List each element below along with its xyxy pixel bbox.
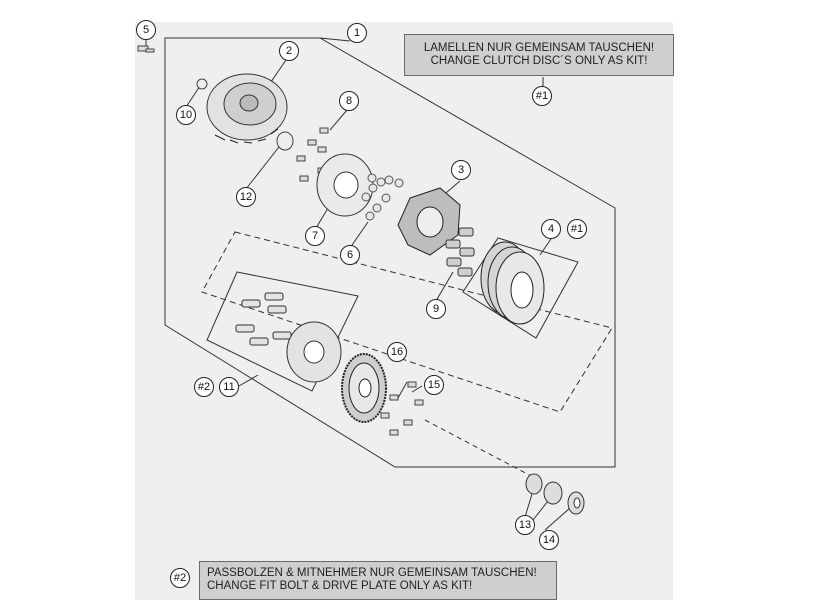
gear-part-16 <box>341 353 387 423</box>
bushings-part-13 <box>525 473 563 505</box>
kit-note-2-line-2: CHANGE FIT BOLT & DRIVE PLATE ONLY AS KI… <box>207 580 473 592</box>
drive-plate-kit-part-11 <box>235 292 342 383</box>
washer-part-10 <box>196 78 208 90</box>
callout-12: 12 <box>240 191 252 203</box>
bolt-part-5 <box>137 45 155 53</box>
screws-part-15 <box>380 381 424 436</box>
callout-5: 5 <box>143 24 149 36</box>
kit-note-1-line-1: LAMELLEN NUR GEMEINSAM TAUSCHEN! <box>423 42 655 54</box>
bushing-part-14 <box>567 491 585 515</box>
callout-10: 10 <box>180 109 192 121</box>
callout-kit-ref-1a: #1 <box>571 223 583 235</box>
clutch-discs-part-4 <box>480 241 545 325</box>
callout-14: 14 <box>543 534 555 546</box>
callout-6: 6 <box>347 249 353 261</box>
kit-note-2-line-1: PASSBOLZEN & MITNEHMER NUR GEMEINSAM TAU… <box>207 567 537 579</box>
callout-7: 7 <box>312 230 318 242</box>
axis-dashed-line <box>424 419 536 479</box>
callout-11: 11 <box>223 381 234 393</box>
kit-note-clutch-discs: LAMELLEN NUR GEMEINSAM TAUSCHEN! CHANGE … <box>404 34 674 76</box>
callout-13: 13 <box>519 519 531 531</box>
clutch-basket-part-2 <box>206 73 288 144</box>
callout-kit-ref-1b: #1 <box>536 90 548 102</box>
clutch-pack-dashed-outline <box>201 231 613 413</box>
pressure-plate-part-7 <box>316 153 374 217</box>
callout-kit-ref-2a: #2 <box>198 381 210 393</box>
callout-3: 3 <box>458 164 464 176</box>
callout-kit-ref-2b: #2 <box>174 572 186 584</box>
callout-2: 2 <box>286 45 292 57</box>
clutch-disc-kit-outline <box>462 237 579 339</box>
springs-part-9 <box>445 227 475 277</box>
kit-note-1-line-2: CHANGE CLUTCH DISC´S ONLY AS KIT! <box>430 55 648 67</box>
callout-8: 8 <box>346 95 352 107</box>
drive-plate-kit-outline <box>206 271 359 392</box>
thrust-washer-part-12 <box>276 131 294 151</box>
balls-part-6 <box>361 173 404 221</box>
clutch-hub-part-3 <box>397 187 461 256</box>
kit-note-fit-bolt-drive-plate: PASSBOLZEN & MITNEHMER NUR GEMEINSAM TAU… <box>199 561 557 600</box>
callout-1: 1 <box>354 27 360 39</box>
callout-9: 9 <box>433 303 439 315</box>
callout-15: 15 <box>428 379 440 391</box>
callout-4: 4 <box>548 223 554 235</box>
callout-16: 16 <box>391 346 403 358</box>
